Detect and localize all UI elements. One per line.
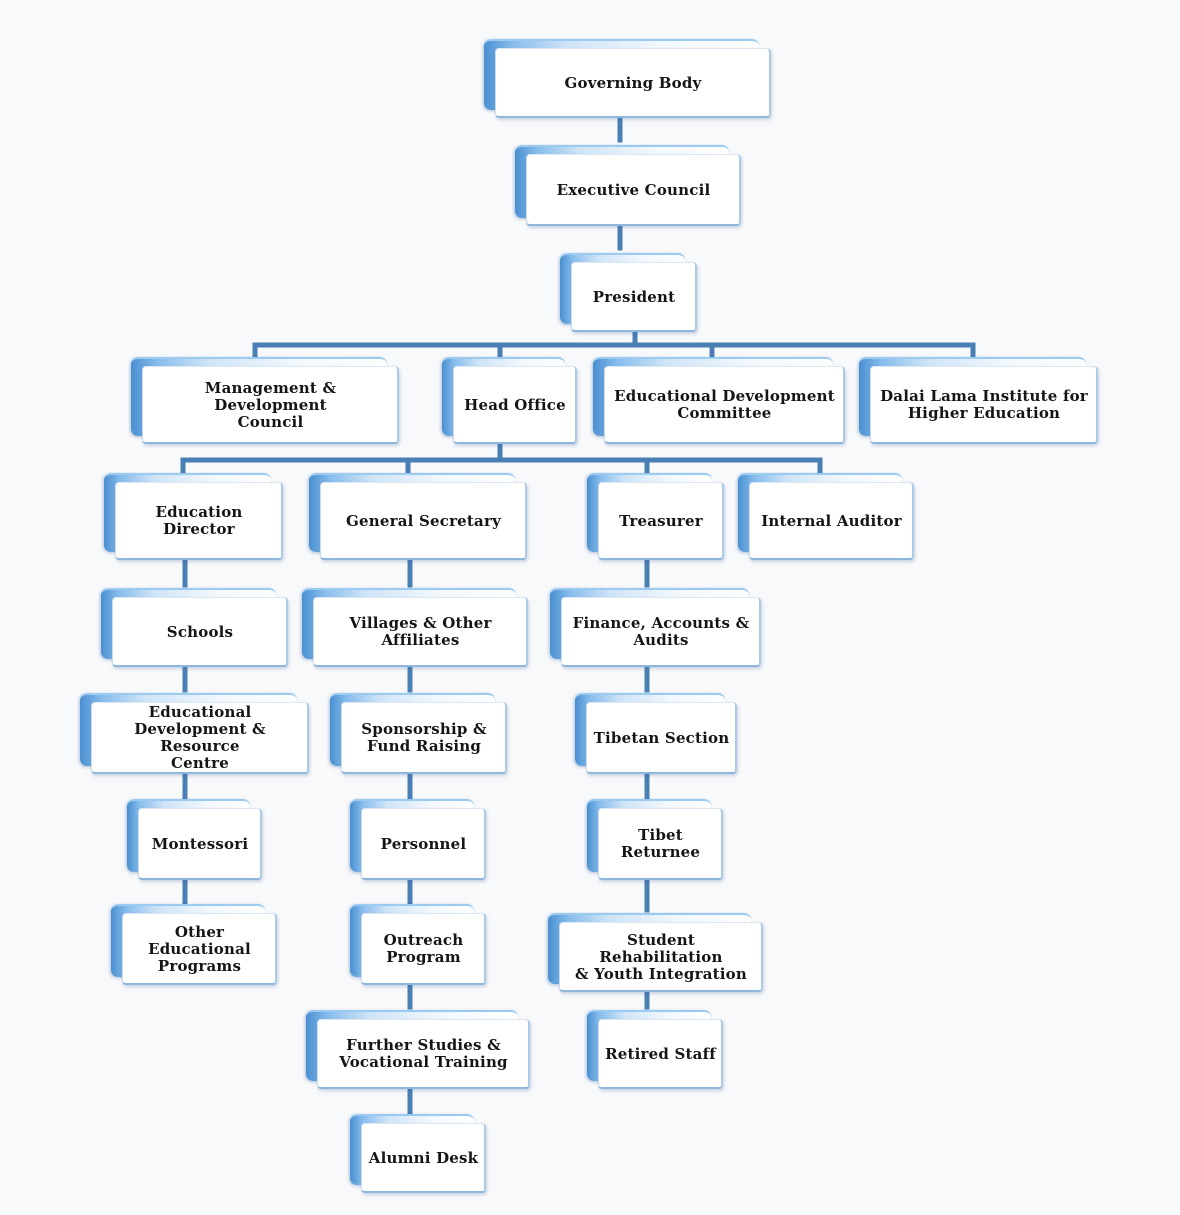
node-label: Further Studies & Vocational Training [339, 1036, 508, 1071]
node-montessori: Montessori [127, 799, 262, 880]
node-label: Management & Development Council [204, 378, 337, 431]
node-treasurer: Treasurer [587, 473, 724, 560]
node-label: President [592, 287, 676, 306]
node-president: President [560, 253, 697, 332]
node-label: Schools [166, 622, 234, 641]
node-schools: Schools [101, 588, 288, 667]
node-executive-council: Executive Council [515, 145, 741, 226]
node-label: Dalai Lama Institute for Higher Educatio… [880, 387, 1088, 422]
node-tibet-returnee: Tibet Returnee [587, 799, 723, 880]
node-personnel: Personnel [350, 799, 486, 880]
node-label: Tibetan Section [593, 728, 730, 747]
node-label: Education Director [155, 503, 243, 538]
node-label: Sponsorship & Fund Raising [361, 720, 487, 755]
node-further-studies: Further Studies & Vocational Training [306, 1010, 530, 1089]
node-label: Personnel [380, 834, 467, 853]
node-label: Head Office [464, 395, 566, 414]
node-label: Alumni Desk [368, 1148, 479, 1167]
node-label: Outreach Program [383, 931, 464, 966]
node-internal-auditor: Internal Auditor [738, 473, 914, 560]
node-label: Executive Council [556, 180, 711, 199]
node-label: Educational Development Committee [614, 387, 835, 422]
node-general-secretary: General Secretary [309, 473, 527, 560]
node-label: Internal Auditor [761, 511, 902, 530]
node-label: Other Educational Programs [148, 922, 251, 975]
node-governing-body: Governing Body [484, 39, 771, 118]
node-retired-staff: Retired Staff [587, 1010, 723, 1089]
node-label: Student Rehabilitation & Youth Integrati… [575, 930, 747, 983]
node-edu-dev-committee: Educational Development Committee [593, 357, 845, 444]
node-other-programs: Other Educational Programs [111, 904, 277, 985]
node-sponsorship: Sponsorship & Fund Raising [330, 693, 507, 774]
node-label: Finance, Accounts & Audits [572, 614, 750, 649]
node-outreach: Outreach Program [350, 904, 486, 985]
node-label: Villages & Other Affiliates [349, 614, 492, 649]
node-education-director: Education Director [104, 473, 283, 560]
node-head-office: Head Office [442, 357, 577, 444]
node-label: Treasurer [619, 511, 703, 530]
node-label: Tibet Returnee [620, 826, 701, 861]
node-dalai-lama-institute: Dalai Lama Institute for Higher Educatio… [859, 357, 1098, 444]
node-label: Educational Development & Resource Centr… [134, 703, 266, 772]
node-label: Governing Body [564, 73, 702, 92]
node-management-council: Management & Development Council [131, 357, 399, 444]
node-student-rehab: Student Rehabilitation & Youth Integrati… [548, 913, 763, 992]
node-villages: Villages & Other Affiliates [302, 588, 528, 667]
node-alumni-desk: Alumni Desk [350, 1114, 486, 1193]
node-finance: Finance, Accounts & Audits [550, 588, 761, 667]
node-label: Retired Staff [605, 1044, 716, 1063]
node-edu-resource-centre: Educational Development & Resource Centr… [80, 693, 309, 774]
node-tibetan-section: Tibetan Section [575, 693, 737, 774]
node-label: General Secretary [346, 511, 501, 530]
node-label: Montessori [151, 834, 249, 853]
